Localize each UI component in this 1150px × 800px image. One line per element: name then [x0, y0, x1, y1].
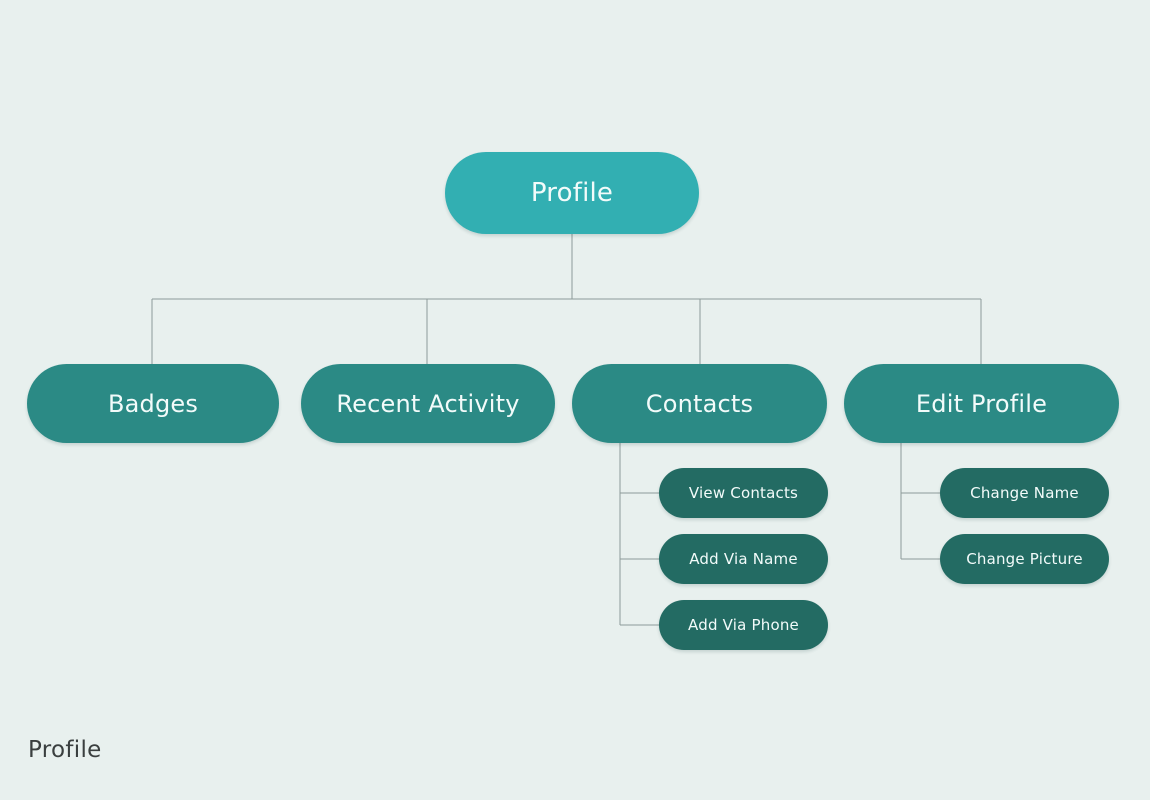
node-recent-activity[interactable]: Recent Activity [301, 364, 555, 443]
node-add-via-phone[interactable]: Add Via Phone [659, 600, 828, 650]
node-profile[interactable]: Profile [445, 152, 699, 234]
node-change-picture[interactable]: Change Picture [940, 534, 1109, 584]
node-label-add-via-phone: Add Via Phone [688, 616, 799, 634]
node-change-name[interactable]: Change Name [940, 468, 1109, 518]
node-view-contacts[interactable]: View Contacts [659, 468, 828, 518]
node-add-via-name[interactable]: Add Via Name [659, 534, 828, 584]
node-label-badges: Badges [107, 389, 199, 418]
node-label-recent-activity: Recent Activity [336, 389, 520, 418]
node-contacts[interactable]: Contacts [572, 364, 827, 443]
node-edit-profile[interactable]: Edit Profile [844, 364, 1119, 443]
node-label-add-via-name: Add Via Name [689, 550, 798, 568]
node-label-profile: Profile [530, 178, 614, 208]
node-label-view-contacts: View Contacts [688, 484, 799, 502]
node-label-change-name: Change Name [970, 484, 1079, 502]
node-label-contacts: Contacts [645, 389, 754, 418]
node-badges[interactable]: Badges [27, 364, 279, 443]
page-caption: Profile [28, 737, 102, 763]
node-label-edit-profile: Edit Profile [915, 389, 1048, 418]
node-label-change-picture: Change Picture [966, 550, 1083, 568]
